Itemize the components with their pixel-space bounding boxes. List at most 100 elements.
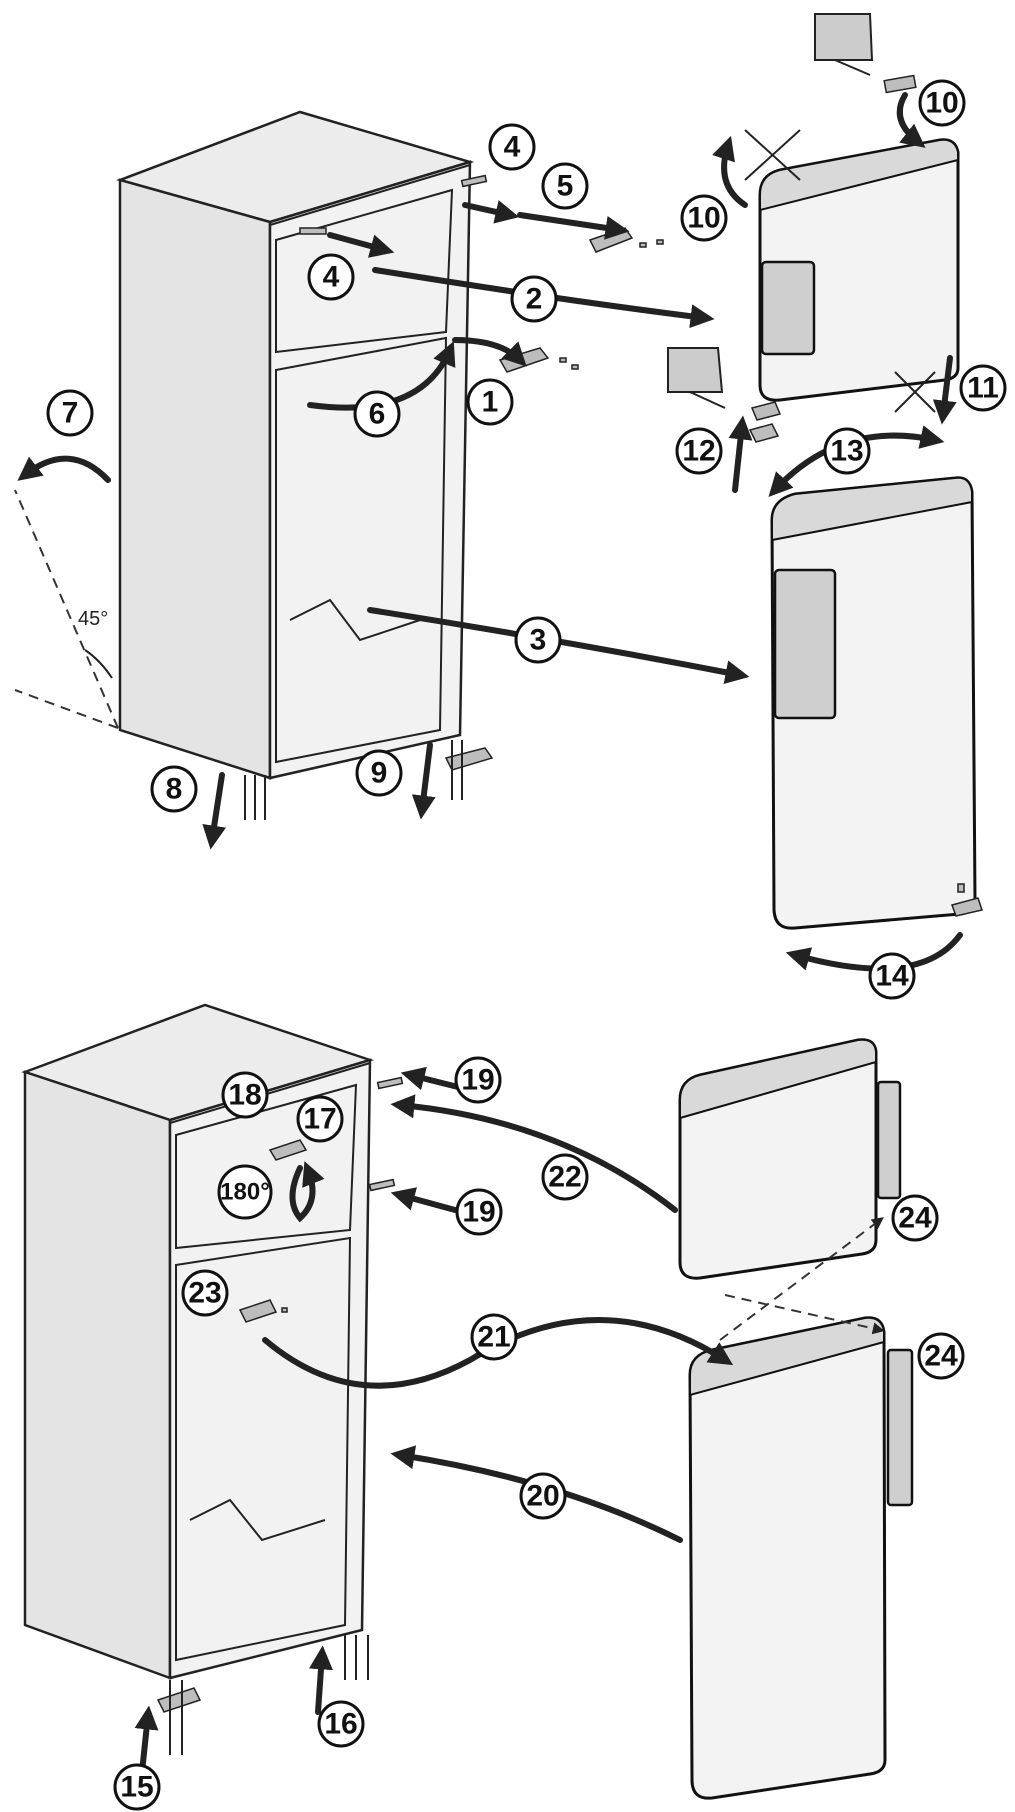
svg-text:14: 14 — [875, 960, 909, 993]
step-badge-11: 11 — [959, 364, 1007, 412]
svg-text:17: 17 — [303, 1103, 336, 1136]
no-tool-icon-top — [744, 129, 801, 181]
step-badge-19b: 19 — [455, 1188, 503, 1236]
svg-text:9: 9 — [371, 757, 388, 790]
arrow-step-9 — [411, 742, 436, 820]
bag-icon-upper — [814, 13, 874, 76]
svg-text:6: 6 — [369, 398, 386, 431]
svg-text:7: 7 — [62, 397, 79, 430]
bottom-hinge-upper — [444, 740, 494, 800]
svg-text:15: 15 — [120, 1771, 153, 1804]
angle-label: 45° — [78, 608, 108, 630]
step-badge-12: 12 — [675, 427, 723, 475]
svg-text:19: 19 — [462, 1196, 495, 1229]
step-badge-9: 9 — [355, 749, 403, 797]
svg-text:11: 11 — [967, 372, 999, 405]
step-badge-7: 7 — [46, 389, 94, 437]
step-badge-23: 23 — [181, 1269, 229, 1317]
svg-text:4: 4 — [323, 261, 340, 294]
no-tool-icon-middle — [894, 371, 936, 413]
step-badge-13: 13 — [823, 427, 871, 475]
svg-text:4: 4 — [504, 131, 521, 164]
arrow-step-6 — [307, 341, 456, 411]
bottom-hinge-lower — [156, 1680, 202, 1755]
top-hinge-pin-upper — [460, 174, 488, 188]
middle-hinge-detached — [748, 401, 782, 443]
fridge-door-lower — [688, 1316, 887, 1800]
arrow-step-24b — [724, 1294, 885, 1335]
svg-text:24: 24 — [898, 1202, 932, 1235]
arrow-step-8 — [202, 772, 227, 850]
freezer-door-lower — [678, 1038, 878, 1280]
foot-screws-left — [244, 775, 266, 820]
arrow-step-10b — [712, 135, 748, 208]
svg-text:10: 10 — [687, 202, 720, 235]
arrow-step-7 — [17, 455, 111, 483]
foot-screws-right — [344, 1635, 369, 1680]
svg-text:24: 24 — [924, 1340, 958, 1373]
step-badge-14: 14 — [868, 952, 916, 1000]
step-badge-17: 17 — [296, 1095, 344, 1143]
svg-text:19: 19 — [461, 1064, 494, 1097]
step-badge-24a: 24 — [891, 1194, 939, 1242]
rotation-badge: 180° — [217, 1164, 273, 1220]
freezer-door-upper — [758, 138, 960, 402]
step-badge-18: 18 — [221, 1071, 269, 1119]
svg-text:2: 2 — [526, 283, 543, 316]
arrow-step-17 — [289, 1161, 325, 1223]
step-badge-21: 21 — [470, 1313, 518, 1361]
arrow-step-5 — [517, 212, 630, 240]
middle-hinge-lower — [238, 1299, 288, 1323]
step-badge-8: 8 — [150, 765, 198, 813]
svg-text:18: 18 — [228, 1079, 261, 1112]
arrow-step-12 — [728, 415, 753, 493]
fridge-door-upper — [770, 476, 977, 930]
step-badge-4b: 4 — [307, 253, 355, 301]
step-badge-10b: 10 — [680, 194, 728, 242]
hinge-pin-lower-bottom — [368, 1178, 396, 1192]
svg-text:1: 1 — [482, 386, 499, 419]
arrow-step-1 — [452, 337, 527, 367]
step-badge-15: 15 — [113, 1763, 161, 1811]
arrow-step-19b — [390, 1187, 458, 1213]
svg-text:8: 8 — [166, 773, 183, 806]
bag-icon-middle — [667, 347, 726, 409]
hinge-cover-top — [883, 74, 917, 94]
fridge-upper — [115, 110, 475, 780]
svg-text:20: 20 — [526, 1480, 559, 1513]
step-badge-2: 2 — [510, 275, 558, 323]
svg-text:10: 10 — [925, 87, 958, 120]
top-hinge-upper — [588, 227, 664, 253]
step-badge-22: 22 — [541, 1153, 589, 1201]
step-badge-24b: 24 — [917, 1332, 965, 1380]
svg-text:13: 13 — [830, 435, 863, 468]
step-badge-4a: 4 — [488, 123, 536, 171]
arrow-step-16 — [309, 1645, 333, 1715]
hinge-pin-lower-top — [376, 1076, 404, 1090]
svg-text:21: 21 — [477, 1321, 510, 1354]
step-badge-16: 16 — [317, 1700, 365, 1748]
arrow-step-4b — [327, 232, 395, 258]
arrow-step-21 — [262, 1317, 734, 1389]
step-badge-6: 6 — [353, 390, 401, 438]
arrow-step-22 — [390, 1094, 678, 1213]
bottom-hinge-detached — [951, 883, 983, 917]
svg-text:3: 3 — [530, 624, 547, 657]
freezer-handle-lower — [876, 1080, 902, 1200]
svg-text:23: 23 — [188, 1277, 221, 1310]
svg-text:12: 12 — [682, 435, 715, 468]
step-badge-5: 5 — [541, 162, 589, 210]
fridge-handle-lower — [886, 1348, 914, 1507]
svg-text:22: 22 — [548, 1161, 581, 1194]
step-badge-3: 3 — [514, 616, 562, 664]
fridge-lower — [21, 1003, 375, 1680]
step-badge-1: 1 — [466, 378, 514, 426]
rotation-label: 180° — [220, 1179, 270, 1206]
arrow-step-4a — [462, 200, 520, 224]
step-badge-19a: 19 — [454, 1056, 502, 1104]
angle-guide: 45° — [14, 489, 119, 729]
top-hinge-lower — [268, 1139, 308, 1161]
step-badge-20: 20 — [519, 1472, 567, 1520]
arrow-step-10a — [896, 92, 926, 148]
